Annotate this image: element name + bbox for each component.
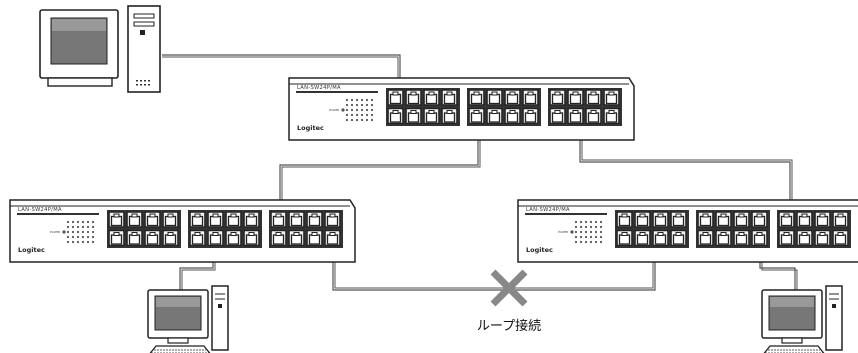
- switch-right-brand: Logitec: [526, 246, 553, 254]
- loop-connection-label: ループ接続: [477, 318, 541, 334]
- x-mark-icon: [490, 269, 528, 307]
- switch-top-model: LAN-SW24P/MA: [297, 85, 341, 91]
- cable-loop: [332, 248, 656, 291]
- right-pc: [761, 285, 843, 353]
- switch-left-brand: Logitec: [18, 246, 45, 254]
- switch-right-power: POWER: [558, 230, 568, 234]
- switch-right: LAN-SW24P/MA POWER Logitec: [517, 199, 858, 263]
- cable-top-to-left: [279, 118, 479, 224]
- switch-left-model: LAN-SW24P/MA: [18, 207, 62, 213]
- left-pc: [147, 285, 229, 353]
- switch-top-brand: Logitec: [297, 124, 324, 132]
- switch-top: LAN-SW24P/MA POWER Logitec: [288, 77, 635, 141]
- switch-right-model: LAN-SW24P/MA: [526, 207, 570, 213]
- desktop-pc: [39, 5, 161, 93]
- switch-left: LAN-SW24P/MA POWER Logitec: [9, 199, 356, 263]
- switch-left-power: POWER: [50, 230, 60, 234]
- switch-top-power: POWER: [329, 108, 339, 112]
